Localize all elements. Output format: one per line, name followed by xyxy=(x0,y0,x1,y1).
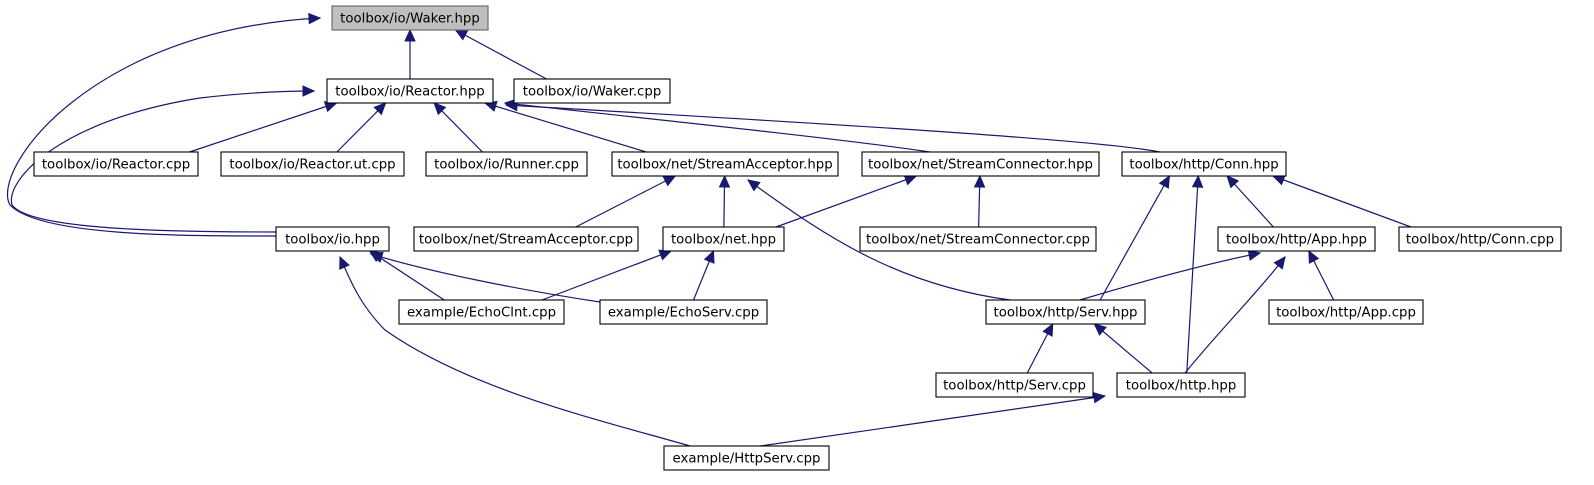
node-label: toolbox/http/Serv.hpp xyxy=(994,306,1138,321)
node-runner-cpp[interactable]: toolbox/io/Runner.cpp xyxy=(425,151,588,177)
edge-conn_hpp-to-reactor_hpp xyxy=(504,99,1161,153)
node-serv-cpp[interactable]: toolbox/http/Serv.cpp xyxy=(935,372,1094,398)
node-serv-hpp[interactable]: toolbox/http/Serv.hpp xyxy=(985,299,1146,325)
edge-net_hpp-to-stream_acceptor_hpp xyxy=(718,174,731,228)
node-box xyxy=(425,151,588,177)
node-net-hpp[interactable]: toolbox/net.hpp xyxy=(662,226,785,252)
node-box xyxy=(861,151,1100,177)
node-label: toolbox/net.hpp xyxy=(671,233,776,248)
edge-waker_cpp-to-waker_hpp xyxy=(454,29,547,80)
edge-echo_clnt_cpp-to-net_hpp xyxy=(541,249,673,301)
edge-echo_serv_cpp-to-io_hpp xyxy=(369,251,601,303)
edge-layer xyxy=(6,12,1412,447)
edge-io_hpp-to-reactor_hpp xyxy=(10,85,316,233)
node-label: toolbox/io/Reactor.cpp xyxy=(42,158,190,173)
node-label: example/EchoClnt.cpp xyxy=(407,306,556,321)
edge-http_serv_cpp-to-http_hpp xyxy=(759,391,1107,447)
node-box xyxy=(220,151,405,177)
node-label: toolbox/http/Serv.cpp xyxy=(943,379,1086,394)
node-label: toolbox/io/Reactor.hpp xyxy=(335,85,484,100)
node-label: toolbox/net/StreamConnector.cpp xyxy=(866,233,1090,248)
node-app-cpp[interactable]: toolbox/http/App.cpp xyxy=(1268,299,1424,325)
edge-serv_hpp-to-conn_hpp xyxy=(1099,174,1170,301)
node-io-hpp[interactable]: toolbox/io.hpp xyxy=(275,226,390,252)
edge-stream_acceptor_cpp-to-stream_acceptor_hpp xyxy=(575,175,677,228)
node-box xyxy=(331,5,489,31)
node-box xyxy=(1398,226,1562,252)
edge-http_hpp-to-conn_hpp xyxy=(1186,174,1204,374)
node-box xyxy=(663,445,830,471)
edge-http_serv_cpp-to-io_hpp xyxy=(339,255,691,447)
edge-reactor_cpp-to-reactor_hpp xyxy=(189,101,338,153)
edge-http_hpp-to-app_hpp xyxy=(1184,256,1286,374)
node-label: toolbox/net/StreamConnector.hpp xyxy=(868,158,1093,173)
edge-app_hpp-to-conn_hpp xyxy=(1226,175,1274,228)
edge-serv_hpp-to-stream_acceptor_hpp xyxy=(747,179,1011,301)
edge-app_cpp-to-app_hpp xyxy=(1308,249,1335,301)
node-box xyxy=(985,299,1146,325)
edge-echo_serv_cpp-to-net_hpp xyxy=(692,249,715,301)
node-conn-hpp[interactable]: toolbox/http/Conn.hpp xyxy=(1121,151,1287,177)
node-label: example/EchoServ.cpp xyxy=(608,306,759,321)
edge-reactor_hpp-to-waker_hpp xyxy=(404,28,416,79)
node-box xyxy=(326,78,494,104)
node-echo-serv-cpp[interactable]: example/EchoServ.cpp xyxy=(599,299,768,325)
node-box xyxy=(1121,151,1287,177)
node-http-hpp[interactable]: toolbox/http.hpp xyxy=(1116,372,1246,398)
edge-http_hpp-to-serv_hpp xyxy=(1093,323,1153,374)
node-box xyxy=(599,299,768,325)
edge-reactor_ut_cpp-to-reactor_hpp xyxy=(336,102,387,153)
node-box xyxy=(935,372,1094,398)
node-layer: toolbox/io/Waker.hpp toolbox/io/Reactor.h… xyxy=(33,5,1562,471)
node-app-hpp[interactable]: toolbox/http/App.hpp xyxy=(1217,226,1376,252)
edge-runner_cpp-to-reactor_hpp xyxy=(433,102,483,153)
node-reactor-ut-cpp[interactable]: toolbox/io/Reactor.ut.cpp xyxy=(220,151,405,177)
node-label: toolbox/http/Conn.cpp xyxy=(1406,233,1554,248)
node-box xyxy=(413,226,639,252)
node-box xyxy=(275,226,390,252)
node-stream-acceptor-hpp[interactable]: toolbox/net/StreamAcceptor.hpp xyxy=(611,151,839,177)
edge-serv_hpp-to-app_hpp xyxy=(1079,249,1262,301)
node-label: toolbox/io/Runner.cpp xyxy=(434,158,579,173)
edge-stream_connector_hpp-to-reactor_hpp xyxy=(503,98,931,153)
node-label: toolbox/http/App.hpp xyxy=(1226,233,1367,248)
node-label: toolbox/io/Waker.hpp xyxy=(340,12,480,27)
node-label: toolbox/http/Conn.hpp xyxy=(1129,158,1278,173)
node-stream-acceptor-cpp[interactable]: toolbox/net/StreamAcceptor.cpp xyxy=(413,226,639,252)
node-stream-connector-hpp[interactable]: toolbox/net/StreamConnector.hpp xyxy=(861,151,1100,177)
node-echo-clnt-cpp[interactable]: example/EchoClnt.cpp xyxy=(398,299,565,325)
node-box xyxy=(662,226,785,252)
node-label: toolbox/net/StreamAcceptor.cpp xyxy=(419,233,633,248)
node-label: toolbox/io.hpp xyxy=(285,233,380,248)
node-label: toolbox/io/Reactor.ut.cpp xyxy=(229,158,395,173)
node-box xyxy=(398,299,565,325)
node-http-serv-cpp[interactable]: example/HttpServ.cpp xyxy=(663,445,830,471)
edge-net_hpp-to-stream_connector_hpp xyxy=(775,174,918,228)
edge-conn_cpp-to-conn_hpp xyxy=(1271,174,1412,228)
node-box xyxy=(1268,299,1424,325)
node-reactor-cpp[interactable]: toolbox/io/Reactor.cpp xyxy=(33,151,199,177)
node-box xyxy=(513,78,671,104)
node-label: toolbox/http/App.cpp xyxy=(1276,306,1416,321)
node-box xyxy=(1116,372,1246,398)
node-reactor-hpp[interactable]: toolbox/io/Reactor.hpp xyxy=(326,78,494,104)
edge-stream_connector_cpp-to-stream_connector_hpp xyxy=(973,174,986,228)
node-box xyxy=(33,151,199,177)
node-box xyxy=(611,151,839,177)
edge-io_hpp-to-waker_hpp xyxy=(6,12,322,237)
node-label: toolbox/http.hpp xyxy=(1126,379,1237,394)
node-box xyxy=(859,226,1097,252)
edge-serv_cpp-to-serv_hpp xyxy=(1026,322,1054,374)
node-label: toolbox/net/StreamAcceptor.hpp xyxy=(617,158,832,173)
node-label: toolbox/io/Waker.cpp xyxy=(523,85,662,100)
node-label: example/HttpServ.cpp xyxy=(673,452,821,467)
node-conn-cpp[interactable]: toolbox/http/Conn.cpp xyxy=(1398,226,1562,252)
node-waker-cpp[interactable]: toolbox/io/Waker.cpp xyxy=(513,78,671,104)
node-stream-connector-cpp[interactable]: toolbox/net/StreamConnector.cpp xyxy=(859,226,1097,252)
node-waker-hpp[interactable]: toolbox/io/Waker.hpp xyxy=(331,5,489,31)
node-box xyxy=(1217,226,1376,252)
